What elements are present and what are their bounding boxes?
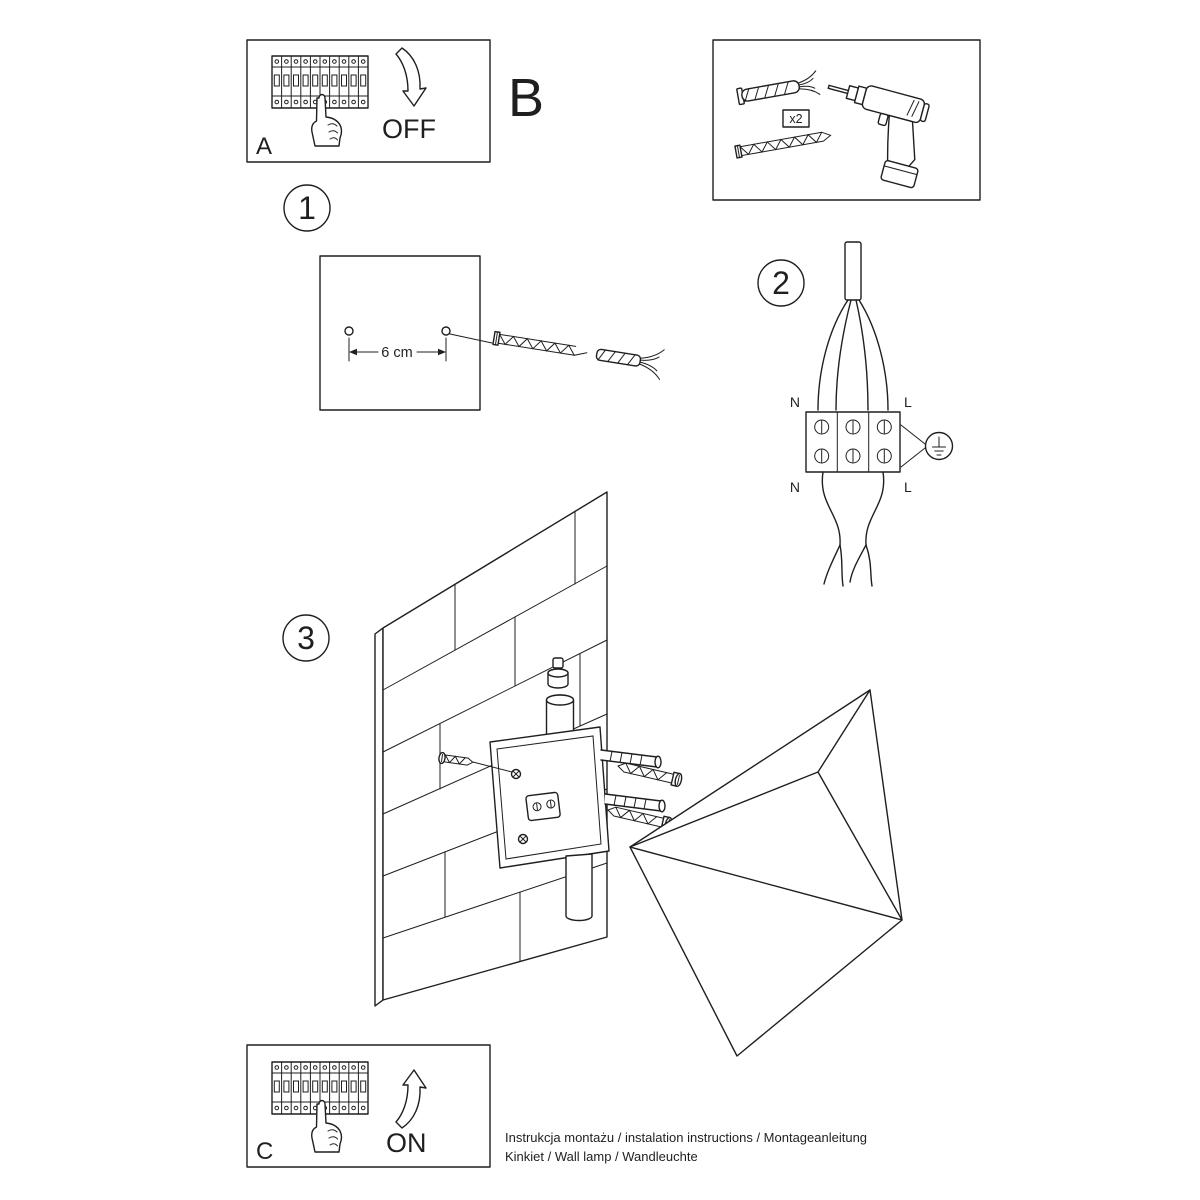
hole-right [441,326,451,336]
screw-icon [734,131,832,159]
panel-a-box: A OFF [246,39,491,163]
step-3-badge [282,614,330,662]
kit-box: x2 [712,39,981,201]
step-1-number: 1 [298,190,316,226]
lamp-cap [545,657,575,741]
quantity-badge [782,109,810,128]
step-2-badge [757,259,805,307]
quantity-label: x2 [789,112,802,126]
threaded-stud-bottom [604,793,666,813]
drilling-template-square [319,255,481,411]
dimension-arrow-right [438,348,446,356]
step-3-number: 3 [297,620,315,656]
lamp-tube-bottom [565,853,593,922]
step-1: 1 6 cm [283,184,665,411]
label-live-bottom: L [904,479,912,495]
supply-cable [844,241,862,301]
off-label: OFF [382,114,436,144]
hole-left [344,326,354,336]
wire-connector [525,791,561,822]
screw-leader-line [472,761,513,773]
step-3: 3 [282,491,903,1057]
label-neutral-top: N [790,394,800,410]
lamp-wires [821,471,885,587]
panel-a-letter: A [256,133,272,160]
wall-plug-icon [736,70,821,106]
panel-b-letter: B [508,68,544,128]
on-label: ON [386,1128,427,1158]
supply-wires [817,299,889,411]
label-neutral-bottom: N [790,479,800,495]
label-live-top: L [904,394,912,410]
terminal-block [805,411,901,473]
drill-icon [827,84,930,189]
dimension-line: 6 cm [348,337,447,362]
step-1-badge [283,184,331,232]
dimension-arrow-left [349,348,357,356]
panel-c-letter: C [256,1138,273,1165]
kit-box-border [712,39,981,201]
panel-c-box: C ON [246,1044,491,1168]
mounting-plate [489,726,610,869]
step-2: 2 N L N L [757,241,954,587]
lampshade [629,689,903,1057]
ground-symbol-icon [900,424,954,468]
footer-line-1: Instrukcja montażu / instalation instruc… [505,1130,867,1145]
leader-line [449,333,493,344]
step-2-number: 2 [772,265,790,301]
mounting-screw-top-icon [617,762,683,788]
threaded-stud-top [600,749,662,769]
screw-and-plug-icon [492,330,665,380]
footer-line-2: Kinkiet / Wall lamp / Wandleuchte [505,1149,698,1164]
dimension-label: 6 cm [381,345,412,361]
